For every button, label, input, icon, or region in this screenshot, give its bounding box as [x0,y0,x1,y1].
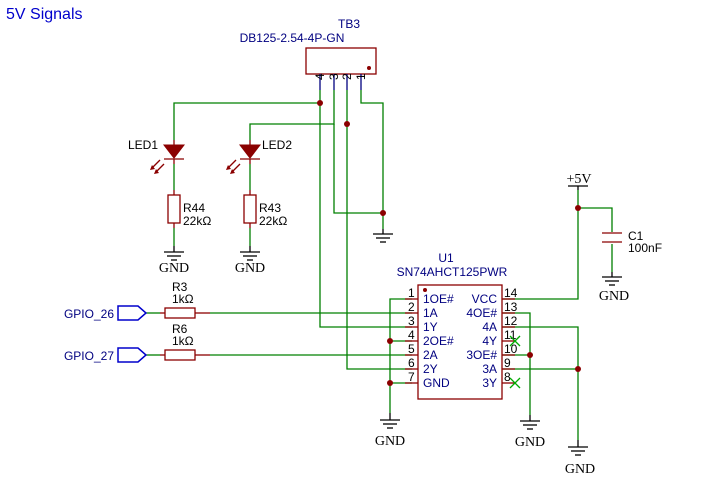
r6-ref: R6 [172,322,188,336]
u1-pin-name: 3Y [482,376,497,390]
resistor-r6[interactable]: R6 1kΩ [160,322,210,361]
u1-pin-num: 13 [504,300,518,314]
resistor-r43[interactable]: R43 22kΩ [243,190,287,228]
u1-pin-name: 1A [423,306,438,320]
net-label-gpio27[interactable]: GPIO_27 [64,347,148,363]
gnd-ic-left: GND [375,413,405,449]
u1-pin-name: 1OE# [423,292,454,306]
u1-pin-num: 1 [408,286,415,300]
u1-value: SN74AHCT125PWR [397,265,508,279]
gnd-label-led1: GND [159,261,189,276]
u1-ref: U1 [438,251,454,265]
c1-ref: C1 [628,229,644,243]
connector-pin-2: 2 [340,73,354,80]
gpio26-text: GPIO_26 [64,307,114,321]
gnd-cap: GND [599,272,629,304]
u1-pin-num: 3 [408,314,415,328]
r44-ref: R44 [183,201,205,215]
no-connect-markers [509,335,521,389]
led1-ref: LED1 [128,138,158,152]
u1-pin-name: GND [423,376,450,390]
u1-pin-num: 8 [504,370,511,384]
u1-pin-num: 4 [408,328,415,342]
led2-ref: LED2 [262,138,292,152]
junctions [317,100,581,386]
net-label-gpio26[interactable]: GPIO_26 [64,305,148,321]
pin1-marker [367,66,371,70]
r3-value: 1kΩ [172,292,194,306]
u1-pin-name: 3A [482,362,497,376]
gnd-label-ic-right1: GND [515,435,545,450]
connector-pin-4: 4 [313,73,327,80]
u1-pin-num: 5 [408,342,415,356]
vcc-power-port: +5V [566,172,592,190]
c1-value: 100nF [628,241,662,255]
u1-pin-name: 4A [482,320,497,334]
u1-pin-num: 7 [408,370,415,384]
u1-pin-name: VCC [472,292,498,306]
r6-value: 1kΩ [172,334,194,348]
gnd-label-ic-right2: GND [565,462,595,477]
vcc-label: +5V [566,172,591,187]
connector-tb3[interactable]: TB3 DB125-2.54-4P-GN 4 3 2 1 [240,17,377,90]
u1-pin1-marker [423,288,427,292]
r43-value: 22kΩ [259,214,287,228]
u1-pin-num: 9 [504,356,511,370]
u1-pin-num: 2 [408,300,415,314]
gpio27-text: GPIO_27 [64,349,114,363]
u1-pin-num: 10 [504,342,518,356]
ic-u1[interactable]: U1 SN74AHCT125PWR 1 1OE# 2 1A 3 1Y 4 2OE# 5 2A 6 2Y… [397,251,518,400]
gnd-led2: GND [235,246,265,276]
u1-body [417,284,503,400]
led2[interactable]: LED2 [226,138,292,174]
connector-body [305,47,377,75]
u1-pin-num: 12 [504,314,518,328]
wires [146,90,613,440]
r44-value: 22kΩ [183,214,211,228]
connector-pin-3: 3 [327,73,341,80]
u1-pin-name: 4OE# [466,306,497,320]
gnd-label-led2: GND [235,261,265,276]
u1-pin-name: 2Y [423,362,438,376]
u1-pin-num: 14 [504,286,518,300]
u1-pin-name: 4Y [482,334,497,348]
gnd-label-ic-left: GND [375,434,405,449]
connector-ref: TB3 [338,17,360,31]
gnd-led1: GND [159,246,189,276]
gnd-ic-right1: GND [515,415,545,450]
u1-pins: 1 1OE# 2 1A 3 1Y 4 2OE# 5 2A 6 2Y 7 GND 14 VCC 13 4OE# 12 4… [405,286,518,390]
gnd-connector [373,229,393,243]
connector-pin-1: 1 [354,73,368,80]
u1-pin-num: 11 [504,328,517,342]
u1-pin-name: 1Y [423,320,438,334]
u1-pin-name: 3OE# [466,348,497,362]
sheet-title: 5V Signals [6,6,83,23]
u1-pin-name: 2OE# [423,334,454,348]
connector-value: DB125-2.54-4P-GN [240,31,345,45]
led1[interactable]: LED1 [128,138,186,174]
gnd-label-cap: GND [599,289,629,304]
resistor-r3[interactable]: R3 1kΩ [160,280,210,319]
u1-pin-name: 2A [423,348,438,362]
u1-pin-num: 6 [408,356,415,370]
gnd-ic-right2: GND [565,440,595,477]
resistor-r44[interactable]: R44 22kΩ [167,190,211,228]
r43-ref: R43 [259,201,281,215]
capacitor-c1[interactable]: C1 100nF [602,229,662,255]
r3-ref: R3 [172,280,188,294]
